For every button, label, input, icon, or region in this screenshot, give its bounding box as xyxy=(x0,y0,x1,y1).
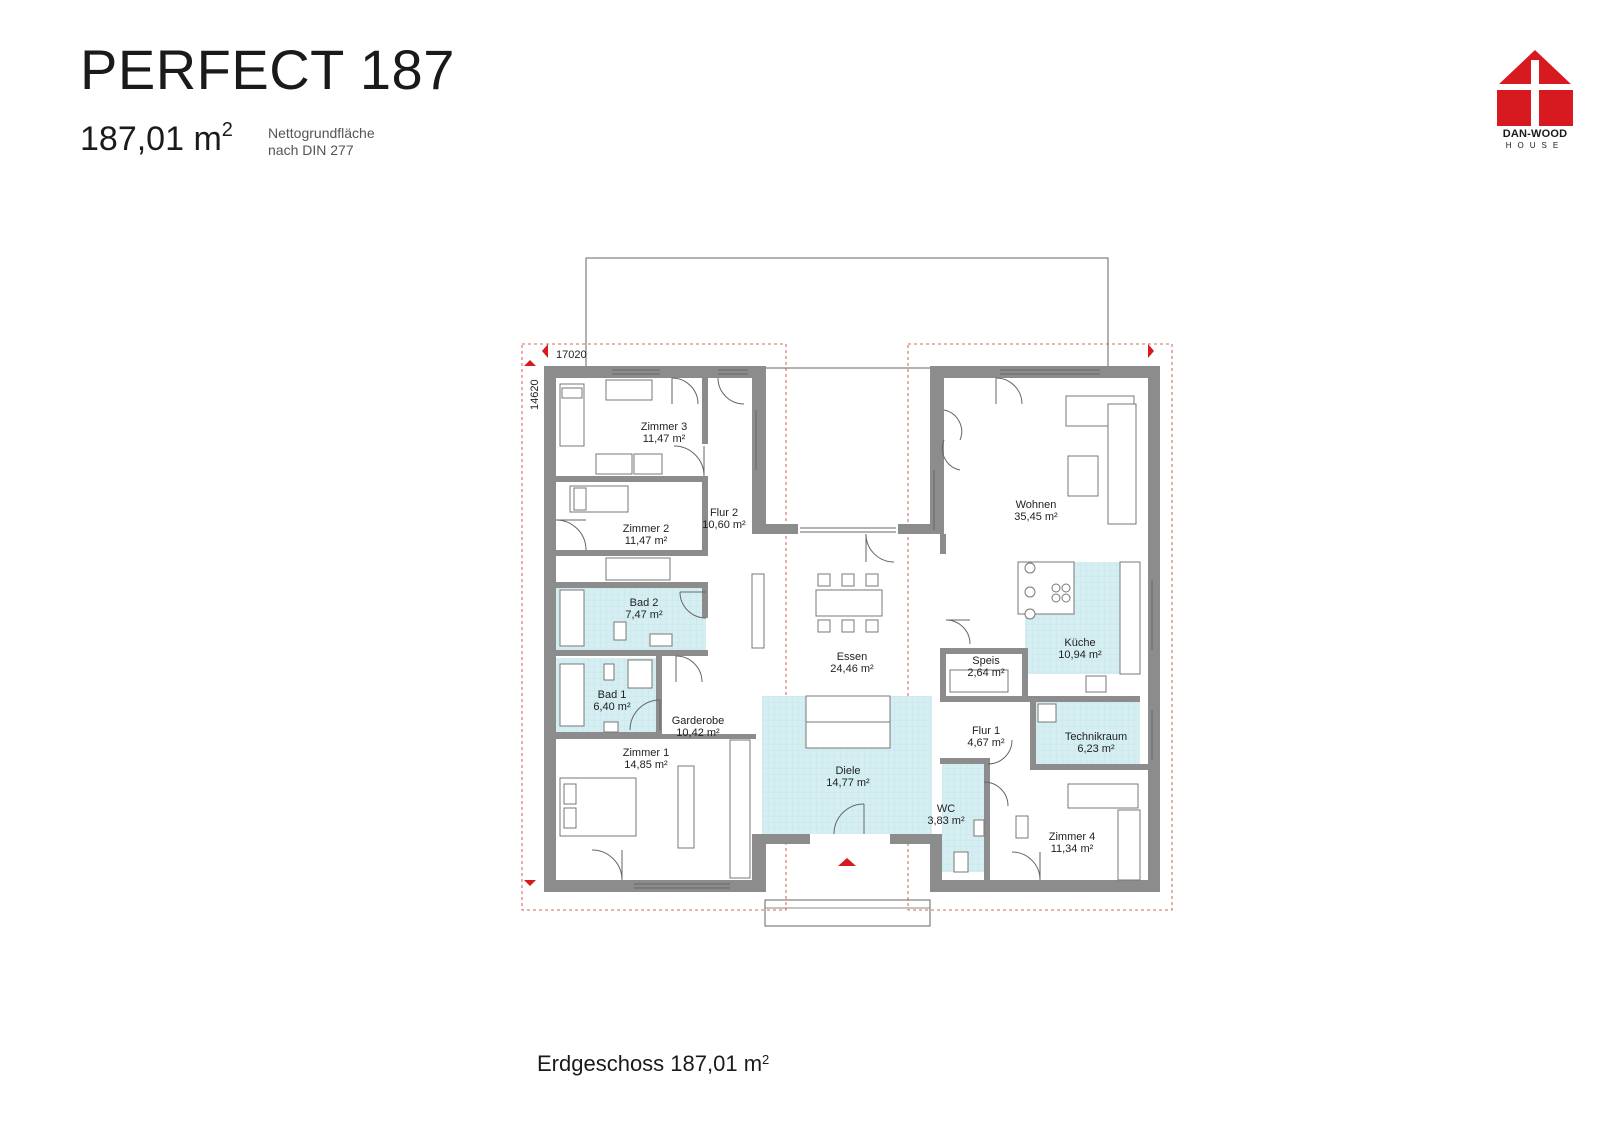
terrace-outline xyxy=(585,257,1109,369)
room-name: Zimmer 3 xyxy=(641,421,687,433)
logo-name: DAN-WOOD xyxy=(1502,128,1568,140)
outer-walls xyxy=(544,366,1160,892)
marker-left-bottom xyxy=(524,880,536,886)
room-name: Essen xyxy=(837,651,868,663)
room-area: 14,85 m² xyxy=(624,759,668,771)
room-area: 11,47 m² xyxy=(643,433,686,445)
page-title: PERFECT 187 xyxy=(80,38,455,101)
room-area: 35,45 m² xyxy=(1014,511,1058,523)
area-note-line2: nach DIN 277 xyxy=(268,142,354,158)
room-area: 11,47 m² xyxy=(625,535,668,547)
room-area: 6,23 m² xyxy=(1077,743,1115,755)
floor-caption-text: Erdgeschoss 187,01 m xyxy=(537,1051,763,1076)
room-labels: Zimmer 3 11,47 m² Zimmer 2 11,47 m² Flur… xyxy=(593,421,1127,855)
room-area: 6,40 m² xyxy=(593,701,631,713)
room-area: 10,42 m² xyxy=(676,727,720,739)
marker-top-right xyxy=(1148,344,1154,358)
area-note-line1: Nettogrundfläche xyxy=(268,125,375,141)
room-area: 10,60 m² xyxy=(702,519,746,531)
room-name: WC xyxy=(937,803,955,815)
total-area-unit-sup: 2 xyxy=(221,119,233,141)
width-dimension: 17020 xyxy=(556,349,587,361)
room-name: Wohnen xyxy=(1016,499,1057,511)
marker-top-left xyxy=(542,344,548,358)
marker-left-top xyxy=(524,360,536,366)
room-area: 10,94 m² xyxy=(1058,649,1102,661)
room-name: Bad 2 xyxy=(630,597,659,609)
total-area-value: 187,01 m xyxy=(80,120,222,158)
room-area: 14,77 m² xyxy=(826,777,870,789)
entrance-marker xyxy=(838,858,856,866)
entrance-step xyxy=(764,899,931,927)
room-name: Zimmer 1 xyxy=(623,747,669,759)
room-area: 3,83 m² xyxy=(927,815,965,827)
room-area: 4,67 m² xyxy=(967,737,1005,749)
inner-walls xyxy=(556,378,1148,880)
room-name: Technikraum xyxy=(1065,731,1127,743)
house-logo-icon xyxy=(1497,50,1573,126)
area-note: Nettogrundfläche nach DIN 277 xyxy=(268,125,375,159)
room-area: 2,64 m² xyxy=(967,667,1005,679)
room-name: Speis xyxy=(972,655,1000,667)
logo-sub: HOUSE xyxy=(1505,141,1565,150)
room-area: 11,34 m² xyxy=(1051,843,1094,855)
depth-dimension: 14620 xyxy=(529,379,541,410)
room-name: Zimmer 4 xyxy=(1049,831,1095,843)
room-name: Zimmer 2 xyxy=(623,523,669,535)
windows xyxy=(612,369,1153,889)
brand-logo: DAN-WOOD HOUSE xyxy=(1495,48,1575,158)
room-name: Garderobe xyxy=(672,715,725,727)
floor-caption-sup: 2 xyxy=(762,1052,770,1067)
floor-caption: Erdgeschoss 187,01 m2 xyxy=(537,1053,769,1075)
room-name: Diele xyxy=(835,765,860,777)
dimension-frame-right xyxy=(907,343,1173,911)
room-name: Küche xyxy=(1064,637,1095,649)
room-area: 24,46 m² xyxy=(830,663,874,675)
furniture xyxy=(559,379,1141,881)
dimension-frame-left xyxy=(521,343,787,911)
room-name: Bad 1 xyxy=(598,689,627,701)
room-name: Flur 2 xyxy=(710,507,738,519)
room-area: 7,47 m² xyxy=(625,609,663,621)
doors xyxy=(555,377,1041,881)
room-name: Flur 1 xyxy=(972,725,1000,737)
total-area: 187,01 m2 xyxy=(80,119,233,158)
